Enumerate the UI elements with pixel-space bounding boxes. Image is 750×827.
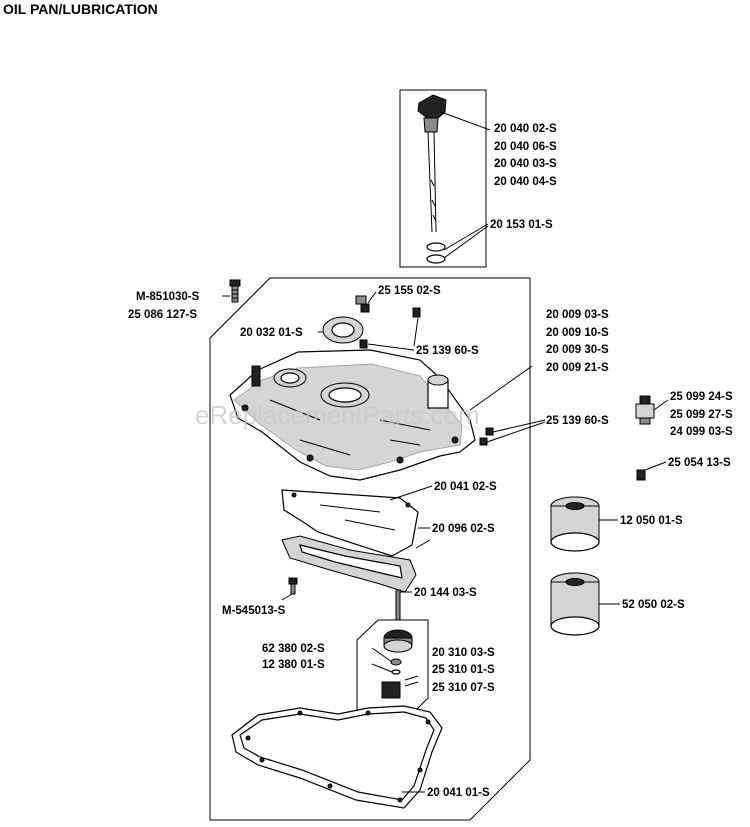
part-label: 25 086 127-S xyxy=(128,309,197,321)
part-label: 20 009 03-S xyxy=(546,309,609,321)
part-label: 20 040 03-S xyxy=(494,158,557,170)
part-label: 62 380 02-S xyxy=(262,643,325,655)
part-label: 12 050 01-S xyxy=(620,515,683,527)
dipstick-box xyxy=(399,89,487,268)
part-label: 20 041 01-S xyxy=(427,787,490,799)
part-label: 25 099 24-S xyxy=(670,391,733,403)
o-ring-lower xyxy=(426,254,446,264)
part-label: 25 139 60-S xyxy=(416,345,479,357)
drain-plug xyxy=(636,461,667,481)
part-label: 20 153 01-S xyxy=(490,219,553,231)
plug-small-a xyxy=(412,307,421,318)
oil-filter-upper xyxy=(550,496,618,552)
plug-right-a xyxy=(485,427,494,436)
part-label: 20 096 02-S xyxy=(432,523,495,535)
oil-pump-assembly xyxy=(356,619,429,719)
part-label: 20 009 30-S xyxy=(546,344,609,356)
part-label: 25 310 07-S xyxy=(432,682,495,694)
oil-pressure-sender xyxy=(635,395,669,425)
oil-seal xyxy=(318,316,364,344)
part-label: 20 041 02-S xyxy=(434,481,497,493)
part-label: 20 040 04-S xyxy=(494,176,557,188)
part-label: M-851030-S xyxy=(136,291,200,303)
pin xyxy=(395,589,412,621)
dipstick-cap xyxy=(423,117,439,133)
gasket-plate xyxy=(281,485,433,557)
plug-top xyxy=(355,291,377,313)
part-label: 25 054 13-S xyxy=(668,457,731,469)
plug-small-b xyxy=(359,339,368,349)
part-label: 25 099 27-S xyxy=(670,409,733,421)
part-label: 12 380 01-S xyxy=(262,659,325,671)
page-title: OIL PAN/LUBRICATION xyxy=(3,1,158,17)
oil-pan-gasket xyxy=(231,705,443,809)
part-label: M-545013-S xyxy=(222,605,286,617)
dipstick-assembly xyxy=(399,89,491,268)
dipstick-handle xyxy=(417,94,447,121)
part-label: 52 050 02-S xyxy=(622,599,685,611)
part-label: 20 032 01-S xyxy=(240,327,303,339)
part-label: 25 155 02-S xyxy=(378,285,441,297)
part-label: 25 139 60-S xyxy=(546,415,609,427)
part-label: 20 310 03-S xyxy=(432,647,495,659)
part-label: 20 040 02-S xyxy=(494,123,557,135)
part-label: 20 144 03-S xyxy=(414,587,477,599)
part-label: 20 040 06-S xyxy=(494,141,557,153)
oil-filter-lower xyxy=(550,572,620,636)
plug-right-b xyxy=(479,437,488,446)
part-label: 25 310 01-S xyxy=(432,664,495,676)
part-label: 24 099 03-S xyxy=(670,426,733,438)
screw-m851030 xyxy=(222,279,241,303)
baffle xyxy=(281,535,431,593)
oil-pan-frame xyxy=(209,277,531,821)
watermark: eReplacementParts.com xyxy=(195,400,480,430)
part-label: 20 009 21-S xyxy=(546,362,609,374)
part-label: 20 009 10-S xyxy=(546,327,609,339)
screw-m545013 xyxy=(281,577,298,601)
dipstick-tube xyxy=(427,131,437,233)
oil-pan-casting xyxy=(229,349,533,481)
o-ring-upper xyxy=(426,242,446,252)
